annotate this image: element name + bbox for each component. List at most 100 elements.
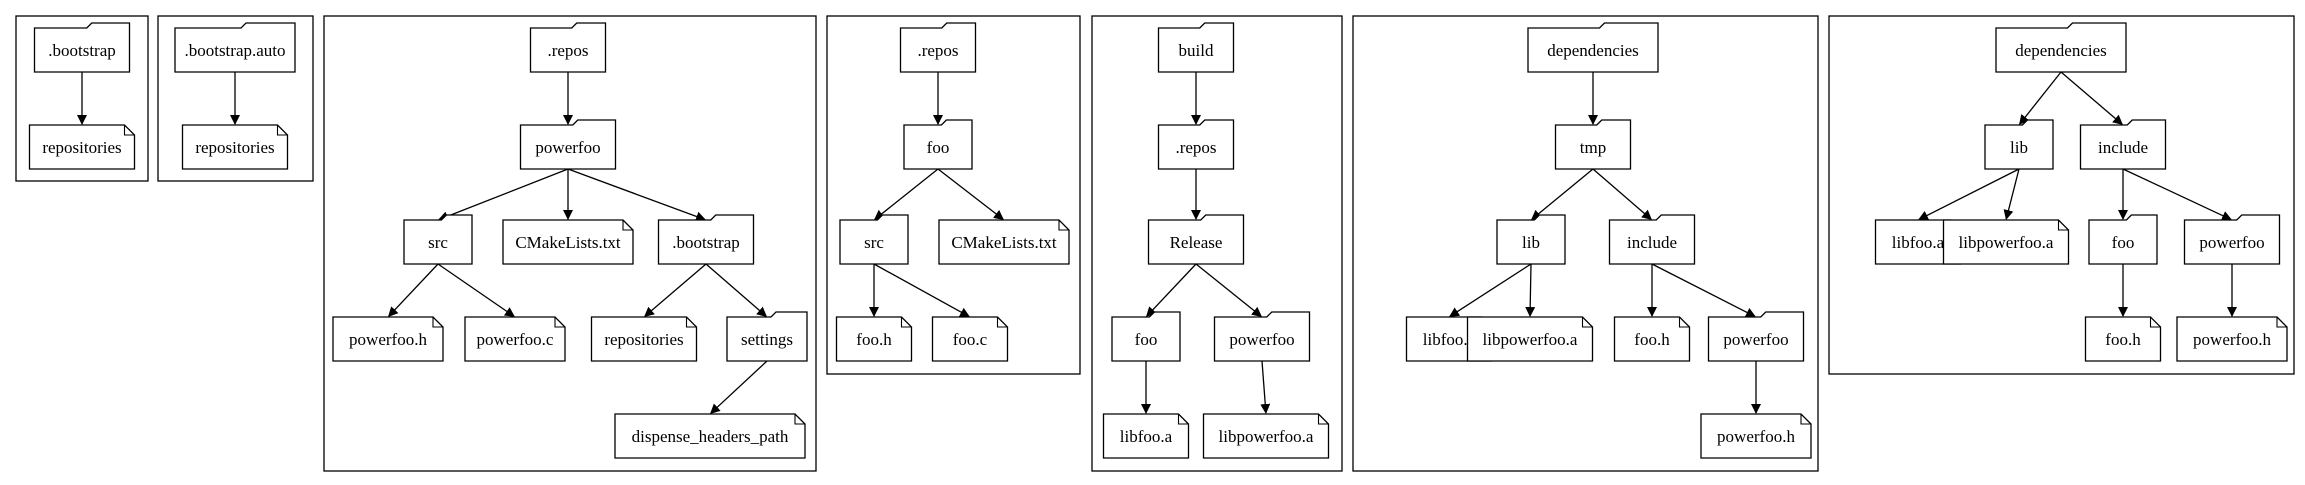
folder-icon: [2183, 214, 2281, 265]
node-label: foo: [2112, 233, 2135, 252]
diagram-frame-6: [1352, 15, 1819, 472]
node-label: libpowerfoo.a: [1959, 233, 2054, 252]
folder-node-repos: .repos: [529, 22, 607, 73]
node-label: libfoo.a: [1120, 427, 1173, 446]
edge-lib-to-libfoo-a: [1448, 263, 1532, 318]
node-label: build: [1179, 41, 1214, 60]
file-icon: [332, 316, 444, 362]
folder-node-bootstrap-auto: .bootstrap.auto: [174, 22, 296, 73]
folder-node-src: src: [839, 214, 909, 265]
file-icon: [938, 219, 1070, 265]
node-label: .repos: [547, 41, 588, 60]
node-label: .bootstrap: [48, 41, 116, 60]
file-fold-corner: [2149, 317, 2161, 328]
node-label: CMakeLists.txt: [951, 233, 1057, 252]
file-node-libfoo-a: libfoo.a: [1102, 413, 1190, 459]
node-label: powerfoo.c: [477, 330, 554, 349]
file-node-libpowerfoo-a: libpowerfoo.a: [1202, 413, 1330, 459]
node-label: CMakeLists.txt: [515, 233, 621, 252]
file-fold-corner: [2057, 220, 2069, 231]
folder-icon: [1213, 311, 1311, 362]
edge-bootstrap-to-settings: [705, 263, 767, 317]
node-label: libfoo.a: [1892, 233, 1945, 252]
folder-icon: [1995, 22, 2127, 73]
folder-icon: [403, 214, 473, 265]
file-fold-corner: [1317, 414, 1329, 425]
node-label: .bootstrap: [672, 233, 740, 252]
file-icon: [2084, 316, 2162, 362]
file-fold-corner: [622, 220, 633, 231]
file-icon: [590, 316, 698, 362]
edge-foo-to-src: [873, 168, 939, 221]
file-icon: [614, 413, 806, 459]
node-label: dependencies: [2015, 41, 2107, 60]
folder-node-repos: .repos: [899, 22, 977, 73]
file-fold-corner: [794, 414, 805, 425]
edge-include-to-powerfoo: [2122, 168, 2232, 221]
file-icon: [931, 316, 1009, 362]
folder-node-lib: lib: [1984, 119, 2054, 170]
file-node-powerfoo-c: powerfoo.c: [464, 316, 566, 362]
folder-node-powerfoo: powerfoo: [2183, 214, 2281, 265]
file-icon: [464, 316, 566, 362]
folder-node-repos: .repos: [1157, 119, 1235, 170]
edge-src-to-powerfoo-h: [387, 263, 439, 318]
diagram-frame-3: [323, 15, 817, 472]
file-node-libfoo-a: libfoo.a: [1874, 219, 1962, 265]
file-node-dispense-headers-path: dispense_headers_path: [614, 413, 806, 459]
folder-node-include: include: [1608, 214, 1696, 265]
folder-icon: [1984, 119, 2054, 170]
node-label: dispense_headers_path: [632, 427, 789, 446]
edge-lib-to-libpowerfoo-a: [1525, 263, 1536, 318]
node-label: repositories: [604, 330, 683, 349]
node-label: foo.c: [953, 330, 988, 349]
node-label: repositories: [42, 138, 121, 157]
file-icon: [502, 219, 634, 265]
node-label: .repos: [917, 41, 958, 60]
file-node-powerfoo-h: powerfoo.h: [2176, 316, 2288, 362]
file-icon: [835, 316, 913, 362]
file-icon: [1613, 316, 1691, 362]
edge-src-to-foo-c: [873, 263, 971, 318]
folder-icon: [529, 22, 607, 73]
node-label: libfoo.a: [1423, 330, 1476, 349]
file-node-powerfoo-h: powerfoo.h: [1700, 413, 1812, 459]
node-label: Release: [1170, 233, 1223, 252]
node-label: foo: [1135, 330, 1158, 349]
file-fold-corner: [1678, 317, 1690, 328]
node-label: libpowerfoo.a: [1483, 330, 1578, 349]
folder-node-dependencies: dependencies: [1527, 22, 1659, 73]
node-label: powerfoo: [2199, 233, 2264, 252]
file-node-foo-c: foo.c: [931, 316, 1009, 362]
edge-release-to-powerfoo: [1195, 263, 1263, 318]
file-node-cmakelists-txt: CMakeLists.txt: [502, 219, 634, 265]
folder-node-include: include: [2079, 119, 2167, 170]
file-icon: [1942, 219, 2070, 265]
folder-icon: [903, 119, 973, 170]
folder-node-src: src: [403, 214, 473, 265]
folder-node-powerfoo: powerfoo: [1213, 311, 1311, 362]
edge-powerfoo-to-bootstrap: [567, 168, 707, 222]
file-icon: [28, 124, 136, 170]
edge-tmp-to-include: [1592, 168, 1652, 220]
file-node-libpowerfoo-a: libpowerfoo.a: [1466, 316, 1594, 362]
node-label: lib: [2010, 138, 2028, 157]
node-label: powerfoo: [535, 138, 600, 157]
file-icon: [181, 124, 289, 170]
node-label: foo.h: [1634, 330, 1670, 349]
node-label: lib: [1522, 233, 1540, 252]
folder-node-bootstrap: .bootstrap: [657, 214, 755, 265]
file-node-cmakelists-txt: CMakeLists.txt: [938, 219, 1070, 265]
edge-bootstrap-to-repositories: [644, 263, 707, 318]
file-node-foo-h: foo.h: [1613, 316, 1691, 362]
file-node-repositories: repositories: [28, 124, 136, 170]
node-label: repositories: [195, 138, 274, 157]
edge-dependencies-to-include: [2060, 71, 2124, 126]
folder-node-lib: lib: [1496, 214, 1566, 265]
node-label: include: [1627, 233, 1677, 252]
folder-icon: [839, 214, 909, 265]
file-fold-corner: [1177, 414, 1189, 425]
diagram-frame-4: [826, 15, 1081, 375]
node-label: powerfoo.h: [1717, 427, 1795, 446]
